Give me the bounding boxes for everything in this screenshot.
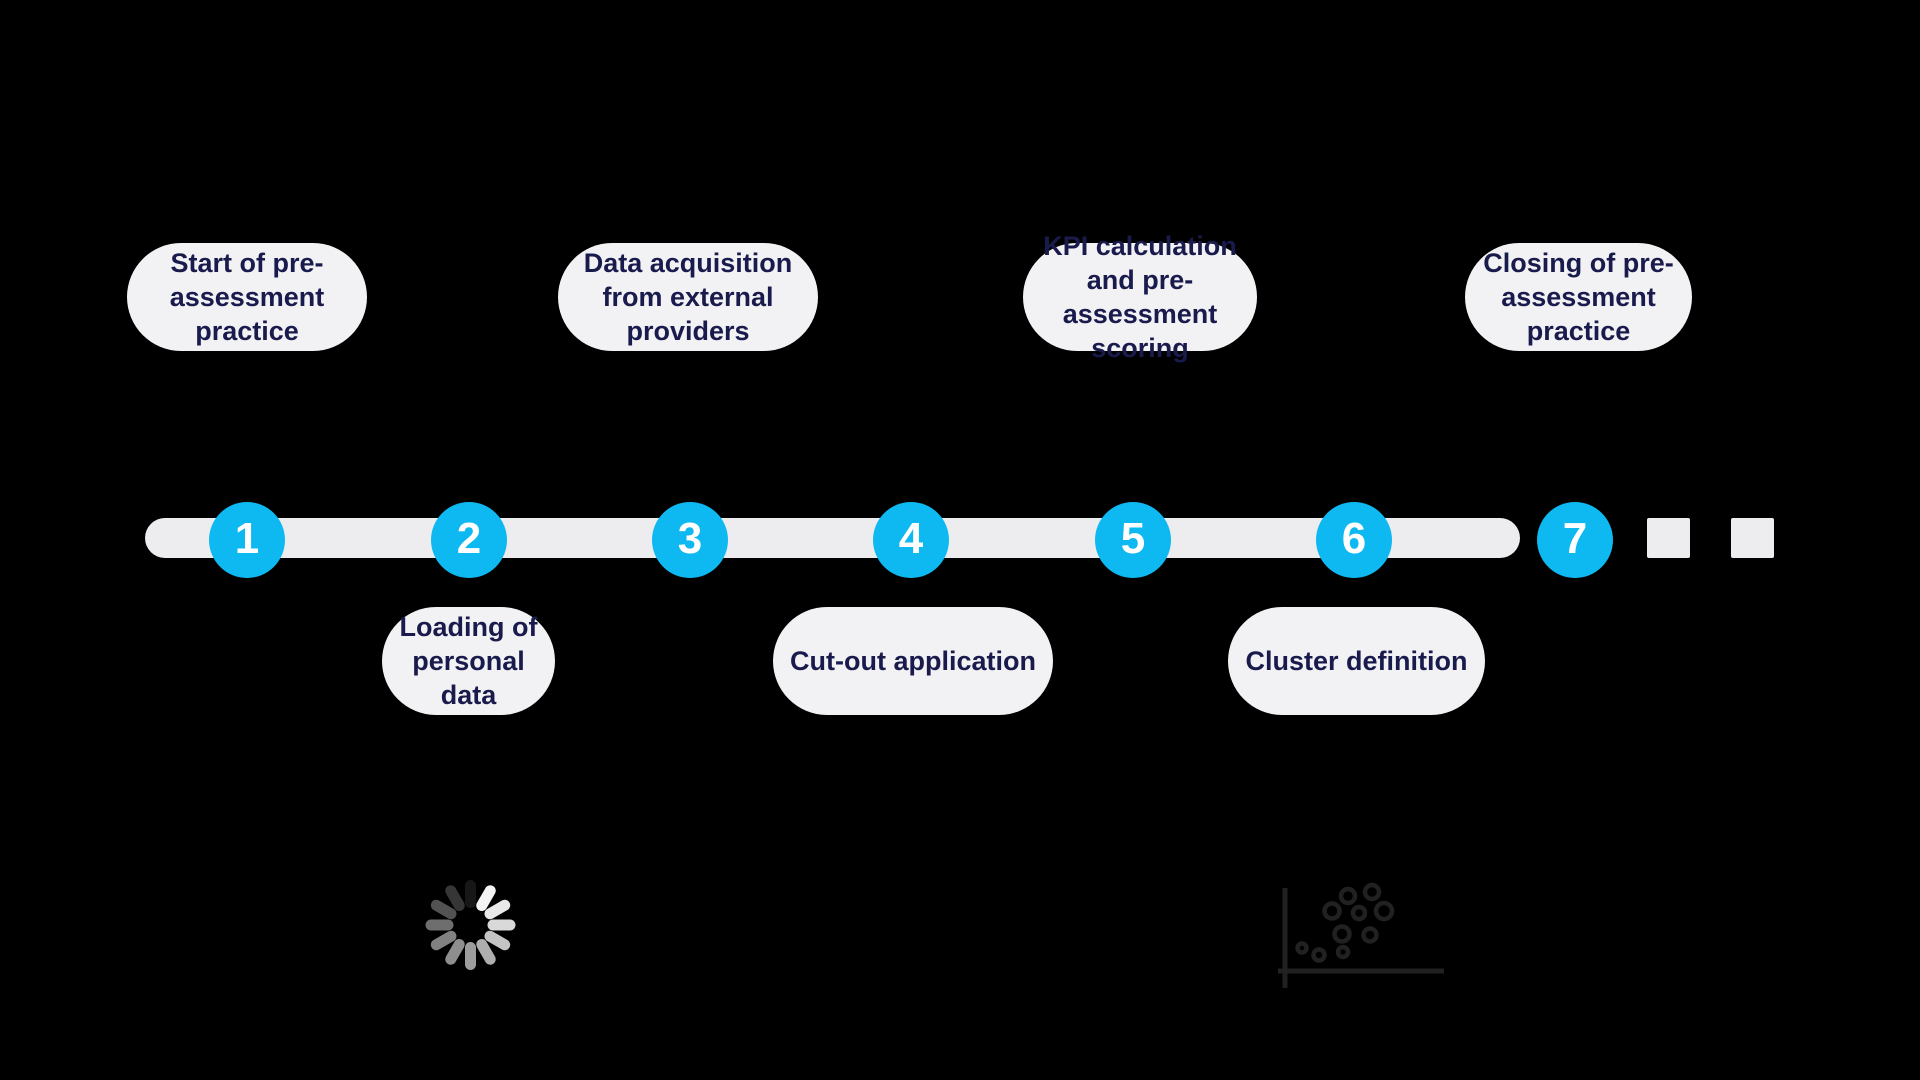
timeline-continuation-dash [1731,518,1774,558]
step-number: 3 [677,514,703,563]
step-number: 1 [234,514,260,563]
step-number: 2 [456,514,482,563]
timeline-continuation-dash [1647,518,1690,558]
step-label-bubble-5: KPI calculation and pre- assessment scor… [1023,231,1257,363]
timeline-track [145,518,1520,558]
step-circle-5: 5 [1095,502,1171,578]
step-circle-3: 3 [652,502,728,578]
step-label: Cluster definition [1245,646,1468,676]
step-number: 4 [898,514,924,563]
step-label: KPI calculation and pre- assessment scor… [1043,231,1237,363]
spinner-spoke [487,919,515,931]
loading-spinner-icon [415,870,525,980]
step-label: Cut-out application [790,646,1036,676]
step-circle-4: 4 [873,502,949,578]
step-circle-7: 7 [1537,502,1613,578]
step-number: 7 [1562,514,1588,563]
step-circle-1: 1 [209,502,285,578]
step-circle-2: 2 [431,502,507,578]
step-label-bubble-7: Closing of pre- assessment practice [1465,243,1692,351]
step-label-bubble-4: Cut-out application [773,607,1053,715]
step-label-bubble-2: Loading of personal data [382,607,555,715]
spinner-spoke [464,942,476,970]
spinner-spoke [425,919,453,931]
step-label: Data acquisition from external providers [583,248,793,346]
step-label: Closing of pre- assessment practice [1483,248,1674,346]
step-label-bubble-3: Data acquisition from external providers [558,243,818,351]
step-number: 5 [1120,514,1146,563]
step-number: 6 [1341,514,1367,563]
step-label: Loading of personal data [399,612,538,710]
step-label-bubble-6: Cluster definition [1228,607,1485,715]
spinner-spoke [464,880,476,908]
scatter-plot-icon [1278,882,1444,988]
step-circle-6: 6 [1316,502,1392,578]
step-label: Start of pre- assessment practice [169,248,325,346]
step-label-bubble-1: Start of pre- assessment practice [127,243,367,351]
